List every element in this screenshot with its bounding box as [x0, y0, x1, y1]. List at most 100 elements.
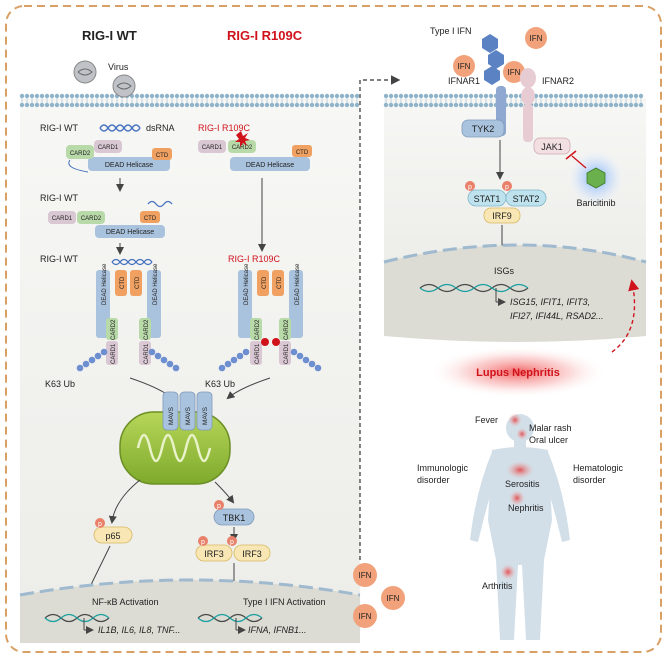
k63-ubiquitin-chain-wt [76, 348, 180, 372]
svg-text:CARD1: CARD1 [202, 145, 223, 151]
svg-text:CTD: CTD [144, 216, 157, 222]
mavs-cluster: MAVS MAVS MAVS [162, 391, 213, 431]
svg-text:CTD: CTD [262, 276, 268, 289]
left-panel: RIG-I WT RIG-I R109C Virus dsRNA RIG-I W… [19, 28, 405, 643]
virus-icon [73, 60, 136, 98]
tbk1-node: TBK1 p [213, 500, 255, 526]
dsrna-icon [99, 124, 141, 132]
svg-text:IRF3: IRF3 [204, 549, 224, 559]
svg-text:DEAD Helicase: DEAD Helicase [105, 162, 153, 169]
svg-text:p: p [98, 521, 102, 528]
svg-text:TBK1: TBK1 [223, 513, 246, 523]
svg-text:p65: p65 [105, 531, 120, 541]
svg-text:MAVS: MAVS [202, 406, 209, 425]
svg-text:MAVS: MAVS [168, 406, 175, 425]
ifn-ball: IFN [381, 586, 405, 610]
feedback-arrow [611, 279, 640, 353]
left-cell-body [20, 98, 360, 643]
type1-ifn-label: Type I IFN [430, 26, 472, 36]
lupus-nephritis-title: Lupus Nephritis [476, 367, 560, 379]
symptom-serositis: Serositis [505, 479, 540, 489]
ifn-activation: Type I IFN Activation [243, 597, 326, 607]
symptom-arthritis: Arthritis [482, 581, 513, 591]
baricitinib-label: Baricitinib [576, 198, 615, 208]
svg-text:CARD2: CARD2 [144, 319, 150, 340]
mutation-star-icon [235, 131, 250, 147]
svg-text:TYK2: TYK2 [472, 124, 495, 134]
title-wt: RIG-I WT [82, 28, 137, 43]
svg-text:CTD: CTD [277, 276, 283, 289]
ifnar1-label: IFNAR1 [448, 76, 480, 86]
tyk2-node: TYK2 [461, 119, 505, 138]
ifn-ball: IFN [353, 563, 377, 587]
rigi-wt-closed: DEAD Helicase CARD2 CARD1 CTD [66, 140, 172, 173]
left-nucleus [20, 580, 360, 643]
ifn-ball: IFN [453, 55, 475, 77]
symptom-immunologic-2: disorder [417, 475, 450, 485]
symptom-malar-rash: Malar rash [529, 423, 572, 433]
svg-text:CARD2: CARD2 [232, 145, 253, 151]
svg-text:IRF9: IRF9 [492, 211, 512, 221]
symptom-immunologic-1: Immunologic [417, 463, 469, 473]
wt-label-1: RIG-I WT [40, 123, 78, 133]
svg-text:p: p [505, 184, 509, 191]
jak1-node: JAK1 [533, 137, 571, 155]
svg-text:JAK1: JAK1 [541, 142, 563, 152]
ifnar2-receptor [520, 68, 536, 142]
inhibition-bar [571, 155, 587, 169]
svg-text:p: p [468, 184, 472, 191]
svg-text:IFN: IFN [359, 612, 372, 621]
mut-label-2: RIG-I R109C [228, 254, 281, 264]
symptom-oral-ulcer: Oral ulcer [529, 435, 568, 445]
isg-genes-line1: ISG15, IFIT1, IFIT3, [510, 297, 590, 307]
symptom-nephritis: Nephritis [508, 503, 544, 513]
mutation-star-icon [261, 338, 269, 346]
irf3-dimer: IRF3 IRF3 p p [195, 536, 271, 562]
svg-text:CTD: CTD [296, 150, 309, 156]
svg-text:CARD2: CARD2 [111, 319, 117, 340]
svg-text:CTD: CTD [135, 276, 141, 289]
ifn-genes: IFNA, IFNB1... [248, 625, 307, 635]
svg-text:CARD2: CARD2 [81, 216, 102, 222]
svg-text:IFN: IFN [508, 68, 521, 77]
dna-icon [419, 283, 529, 293]
svg-text:DEAD Helicase: DEAD Helicase [106, 229, 154, 236]
ifn-ball: IFN [503, 61, 525, 83]
svg-text:STAT2: STAT2 [513, 194, 540, 204]
wt-label-2: RIG-I WT [40, 193, 78, 203]
svg-text:CTD: CTD [156, 153, 169, 159]
svg-text:DEAD Helicase: DEAD Helicase [102, 263, 108, 305]
svg-text:CARD1: CARD1 [111, 343, 117, 364]
isgs-label: ISGs [494, 266, 515, 276]
svg-text:CTD: CTD [120, 276, 126, 289]
svg-text:STAT1: STAT1 [474, 194, 501, 204]
symptom-hematologic-1: Hematologic [573, 463, 624, 473]
k63-label-r109c: K63 Ub [205, 379, 235, 389]
rigi-r109c-closed: CARD1 CARD2 DEAD Helicase CTD [198, 131, 312, 171]
dna-icon [44, 613, 110, 623]
title-r109c: RIG-I R109C [227, 28, 303, 43]
rigi-r109c-dimer: DEAD Helicase DEAD Helicase CTD CTD CARD… [238, 263, 303, 365]
svg-text:IFN: IFN [359, 571, 372, 580]
svg-text:DEAD Helicase: DEAD Helicase [244, 263, 250, 305]
svg-text:DEAD Helicase: DEAD Helicase [246, 162, 294, 169]
svg-text:p: p [217, 503, 221, 510]
svg-text:p: p [230, 539, 234, 546]
svg-text:CARD1: CARD1 [255, 343, 261, 364]
nfkb-genes: IL1B, IL6, IL8, TNF... [98, 625, 180, 635]
svg-text:IFN: IFN [530, 34, 543, 43]
dsrna-label: dsRNA [146, 123, 175, 133]
svg-text:CARD1: CARD1 [52, 216, 73, 222]
dna-icon [197, 613, 263, 623]
mut-label-1: RIG-I R109C [198, 123, 251, 133]
lupus-glow [428, 346, 608, 398]
ifn-ball: IFN [525, 27, 547, 49]
wt-label-3: RIG-I WT [40, 254, 78, 264]
svg-text:IRF3: IRF3 [242, 549, 262, 559]
svg-text:IFN: IFN [458, 62, 471, 71]
ifnar2-label: IFNAR2 [542, 76, 574, 86]
svg-text:CARD1: CARD1 [284, 343, 290, 364]
svg-text:CARD1: CARD1 [98, 145, 119, 151]
svg-text:CARD2: CARD2 [284, 319, 290, 340]
left-plasma-membrane [19, 93, 360, 108]
